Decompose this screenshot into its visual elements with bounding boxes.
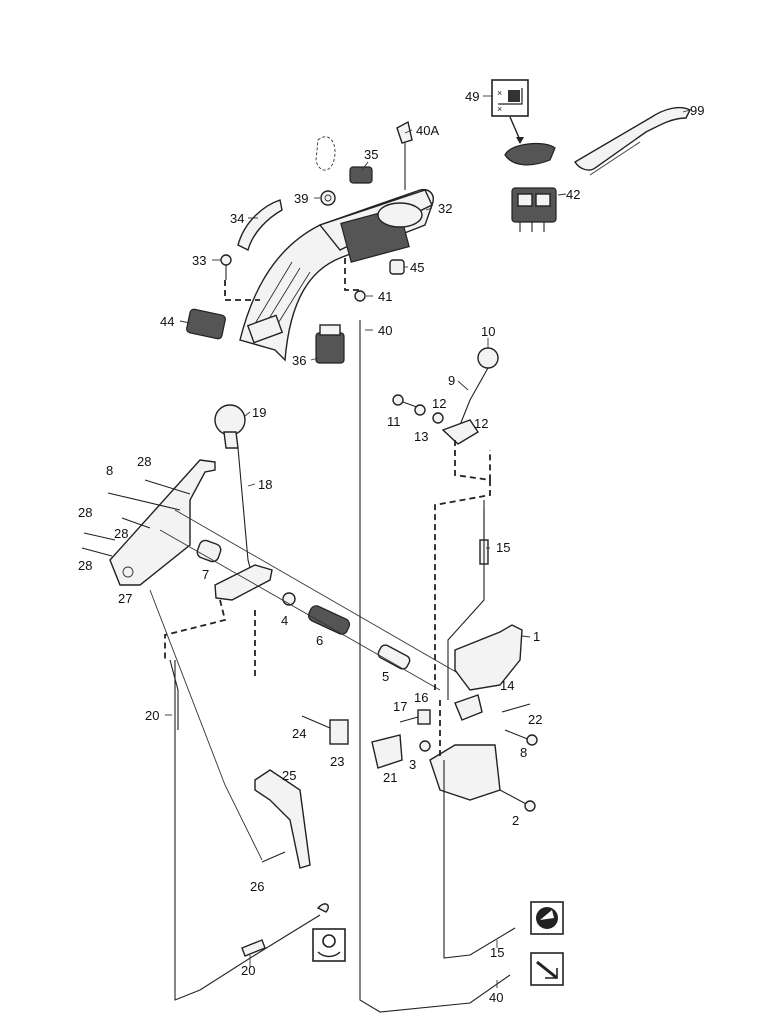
callout-18: 18 bbox=[258, 477, 272, 492]
callout-40-lower: 40 bbox=[489, 990, 503, 1005]
callout-1: 1 bbox=[533, 629, 540, 644]
callout-40-upper: 40 bbox=[378, 323, 392, 338]
callout-99: 99 bbox=[690, 103, 704, 118]
handle-34 bbox=[237, 199, 283, 252]
washer-41 bbox=[354, 290, 366, 302]
bolt-22 bbox=[501, 703, 531, 713]
nut-39 bbox=[320, 190, 336, 206]
bracket-14 bbox=[454, 694, 483, 721]
clip-16 bbox=[417, 709, 431, 725]
bolt-11 bbox=[392, 394, 426, 411]
callout-27: 27 bbox=[118, 591, 132, 606]
callout-28-a: 28 bbox=[137, 454, 151, 469]
callout-42: 42 bbox=[566, 187, 580, 202]
callout-11: 11 bbox=[387, 414, 401, 429]
bolt-17 bbox=[399, 716, 419, 723]
plate-21 bbox=[371, 734, 403, 769]
switch-36 bbox=[315, 324, 345, 364]
bolt-24 bbox=[301, 715, 331, 729]
callout-8-lower: 8 bbox=[520, 745, 527, 760]
callout-28-c: 28 bbox=[114, 526, 128, 541]
bracket-1 bbox=[454, 624, 523, 691]
callout-33: 33 bbox=[192, 253, 206, 268]
callout-25: 25 bbox=[282, 768, 296, 783]
cap-40A bbox=[396, 120, 413, 190]
bolts-28 bbox=[81, 479, 191, 557]
callout-4: 4 bbox=[281, 613, 288, 628]
svg-text:×: × bbox=[497, 88, 502, 98]
callout-45: 45 bbox=[410, 260, 424, 275]
throttle-icon bbox=[530, 952, 564, 986]
callout-labels: 49 99 40A 35 42 39 32 34 33 45 41 44 40 … bbox=[78, 89, 704, 1005]
callout-28-d: 28 bbox=[78, 558, 92, 573]
callout-34: 34 bbox=[230, 211, 244, 226]
callout-35: 35 bbox=[364, 147, 378, 162]
callout-24: 24 bbox=[292, 726, 306, 741]
callout-39: 39 bbox=[294, 191, 308, 206]
removal-tool-99 bbox=[574, 106, 691, 176]
callout-6: 6 bbox=[316, 633, 323, 648]
washer-12 bbox=[432, 412, 444, 424]
callout-2: 2 bbox=[512, 813, 519, 828]
callout-44: 44 bbox=[160, 314, 174, 329]
bolt-26 bbox=[261, 851, 286, 863]
callout-20-lower: 20 bbox=[241, 963, 255, 978]
callout-23: 23 bbox=[330, 754, 344, 769]
callout-41: 41 bbox=[378, 289, 392, 304]
switch-44 bbox=[186, 308, 226, 340]
callout-49: 49 bbox=[465, 89, 479, 104]
console-housing-32 bbox=[239, 188, 434, 362]
bushing-7 bbox=[196, 539, 222, 563]
callout-36: 36 bbox=[292, 353, 306, 368]
clip-23 bbox=[329, 719, 349, 745]
svg-text:×: × bbox=[497, 104, 502, 114]
callout-10: 10 bbox=[481, 324, 495, 339]
callout-21: 21 bbox=[383, 770, 397, 785]
spring-6 bbox=[307, 605, 351, 635]
callout-13: 13 bbox=[414, 429, 428, 444]
callout-16: 16 bbox=[414, 690, 428, 705]
steering-icon bbox=[530, 901, 564, 935]
callout-3: 3 bbox=[409, 757, 416, 772]
callout-40A: 40A bbox=[416, 123, 439, 138]
callout-15-lower: 15 bbox=[490, 945, 504, 960]
callout-8-upper: 8 bbox=[106, 463, 113, 478]
bolt-2 bbox=[499, 789, 536, 812]
callout-28-b: 28 bbox=[78, 505, 92, 520]
callout-26: 26 bbox=[250, 879, 264, 894]
callout-15-upper: 15 bbox=[496, 540, 510, 555]
switch-cover-49 bbox=[504, 142, 556, 166]
gear-shift-icon bbox=[312, 928, 346, 962]
bracket-25 bbox=[254, 769, 311, 869]
bolt-8b bbox=[504, 729, 538, 746]
knob-35 bbox=[349, 166, 373, 184]
callout-19: 19 bbox=[252, 405, 266, 420]
screw-33 bbox=[220, 254, 232, 280]
lamp-38 bbox=[315, 136, 336, 171]
shift-lever-18 bbox=[214, 404, 273, 601]
callout-5: 5 bbox=[382, 669, 389, 684]
callout-7: 7 bbox=[202, 567, 209, 582]
switch-42 bbox=[511, 187, 557, 232]
washer-3 bbox=[419, 740, 431, 752]
lever-9 bbox=[441, 347, 499, 445]
callout-17: 17 bbox=[393, 699, 407, 714]
washer-13 bbox=[414, 404, 426, 416]
callout-22: 22 bbox=[528, 712, 542, 727]
callout-9: 9 bbox=[448, 373, 455, 388]
callout-20-upper: 20 bbox=[145, 708, 159, 723]
leader-lines bbox=[165, 95, 691, 988]
bracket-27 bbox=[109, 459, 216, 586]
callout-14: 14 bbox=[500, 678, 514, 693]
instruction-box-49: × × bbox=[491, 79, 529, 144]
callout-12-lower: 12 bbox=[474, 416, 488, 431]
spacer-5 bbox=[377, 644, 411, 670]
callout-12-upper: 12 bbox=[432, 396, 446, 411]
callout-32: 32 bbox=[438, 201, 452, 216]
cap-45 bbox=[389, 259, 405, 275]
